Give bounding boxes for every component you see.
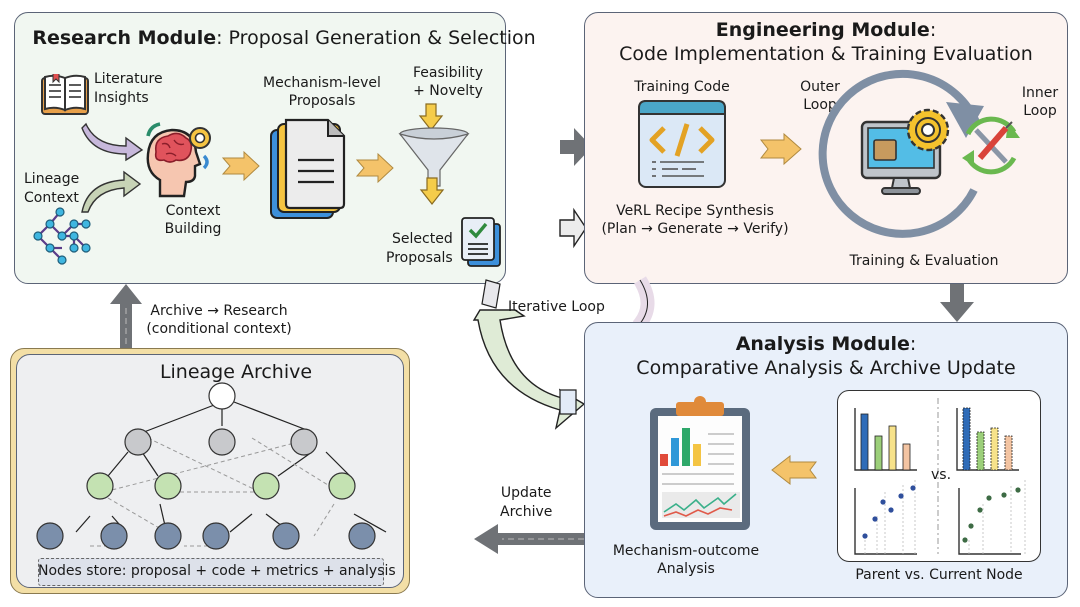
gen3-node [36,522,64,550]
nodes-store-caption-box [38,558,384,586]
training-evaluation-label: Training & Evaluation [849,253,999,269]
gen1-node [124,428,152,456]
iterative-loop-label: Iterative Loop [508,299,605,315]
gen2-node [86,472,114,500]
nodes-store-caption: Nodes store: proposal + code + metrics +… [38,563,396,579]
gen3-node [272,522,300,550]
parent-scatter-chart [854,480,917,555]
vs-label: vs. [930,467,952,483]
update-archive-label: Update Archive [500,485,553,520]
filter-funnel-icon [398,103,470,205]
analysis-module-subtitle: Comparative Analysis & Archive Update [636,357,1016,379]
gen3-node [348,522,376,550]
verl-recipe-label: VeRL Recipe Synthesis (Plan → Generate →… [601,203,789,237]
research-title-rest: : Proposal Generation & Selection [216,27,536,49]
parent-bar-chart [854,408,917,471]
inner-loop-label: Inner Loop [1021,85,1059,119]
gen3-node [154,522,182,550]
feasibility-novelty-label: Feasibility + Novelty [413,65,483,99]
analysis-title-bold: Analysis Module [735,333,910,355]
gen2-node [252,472,280,500]
checked-document-icon [461,217,501,267]
parent-vs-current-label: Parent vs. Current Node [855,567,1023,583]
orange-arrow-1 [221,150,260,182]
gen1-node [290,428,318,456]
research-module-title: Research Module: Proposal Generation & S… [14,26,554,50]
analysis-module-title: Analysis Module: [584,332,1068,356]
selected-proposals-label: Selected Proposals [386,231,453,266]
analysis-title-colon: : [909,333,917,355]
inner-loop-tools-icon [962,116,1020,175]
engineering-to-analysis-arrow [940,284,974,322]
gen2-node [154,472,182,500]
orange-arrow-3 [759,132,802,166]
current-bar-chart [956,407,1019,471]
research-title-bold: Research Module [32,27,217,49]
lineage-tree [36,382,387,550]
book-icon [41,74,89,115]
gen2-node [328,472,356,500]
gen1-node [208,428,236,456]
archive-to-research-label: Archive → Research (conditional context) [146,303,292,337]
mechanism-outcome-label: Mechanism-outcome Analysis [612,543,760,577]
research-to-engineering-arrow [560,128,592,166]
code-window-icon [638,100,726,188]
brain-head-icon [146,122,211,198]
document-stack-icon [270,118,346,219]
engineering-title-colon: : [929,19,937,41]
literature-to-context-arrow [81,122,144,162]
clipboard-report-icon [650,396,750,530]
outer-loop-label: Outer Loop [800,79,840,113]
literature-insights-label: Literature Insights [94,71,163,106]
lineage-tree-icon [33,207,91,265]
lineage-archive-title: Lineage Archive [159,361,313,383]
engineering-module-subtitle: Code Implementation & Training Evaluatio… [619,43,1033,65]
orange-arrow-2 [355,152,394,184]
root-node [208,382,236,410]
current-scatter-chart [958,480,1026,555]
gen3-node [202,522,230,550]
engineering-title-bold: Engineering Module [715,19,930,41]
context-building-label: Context Building [164,203,222,237]
gen3-node [100,522,128,550]
update-archive-arrow [474,524,584,554]
comparison-charts-box [837,390,1041,562]
computer-gear-icon [860,108,950,195]
mechanism-proposals-label: Mechanism-level Proposals [263,75,381,109]
analysis-to-report-arrow [771,454,817,486]
lineage-context-label: Lineage Context [24,171,80,206]
green-curved-arrow [81,170,142,213]
comparison-charts [854,398,1026,555]
engineering-to-research-arrow [559,207,587,249]
engineering-module-title: Engineering Module: [584,18,1068,42]
archive-to-research-arrow [110,284,142,352]
training-code-label: Training Code [634,79,730,95]
outer-loop-arrow [818,69,984,238]
